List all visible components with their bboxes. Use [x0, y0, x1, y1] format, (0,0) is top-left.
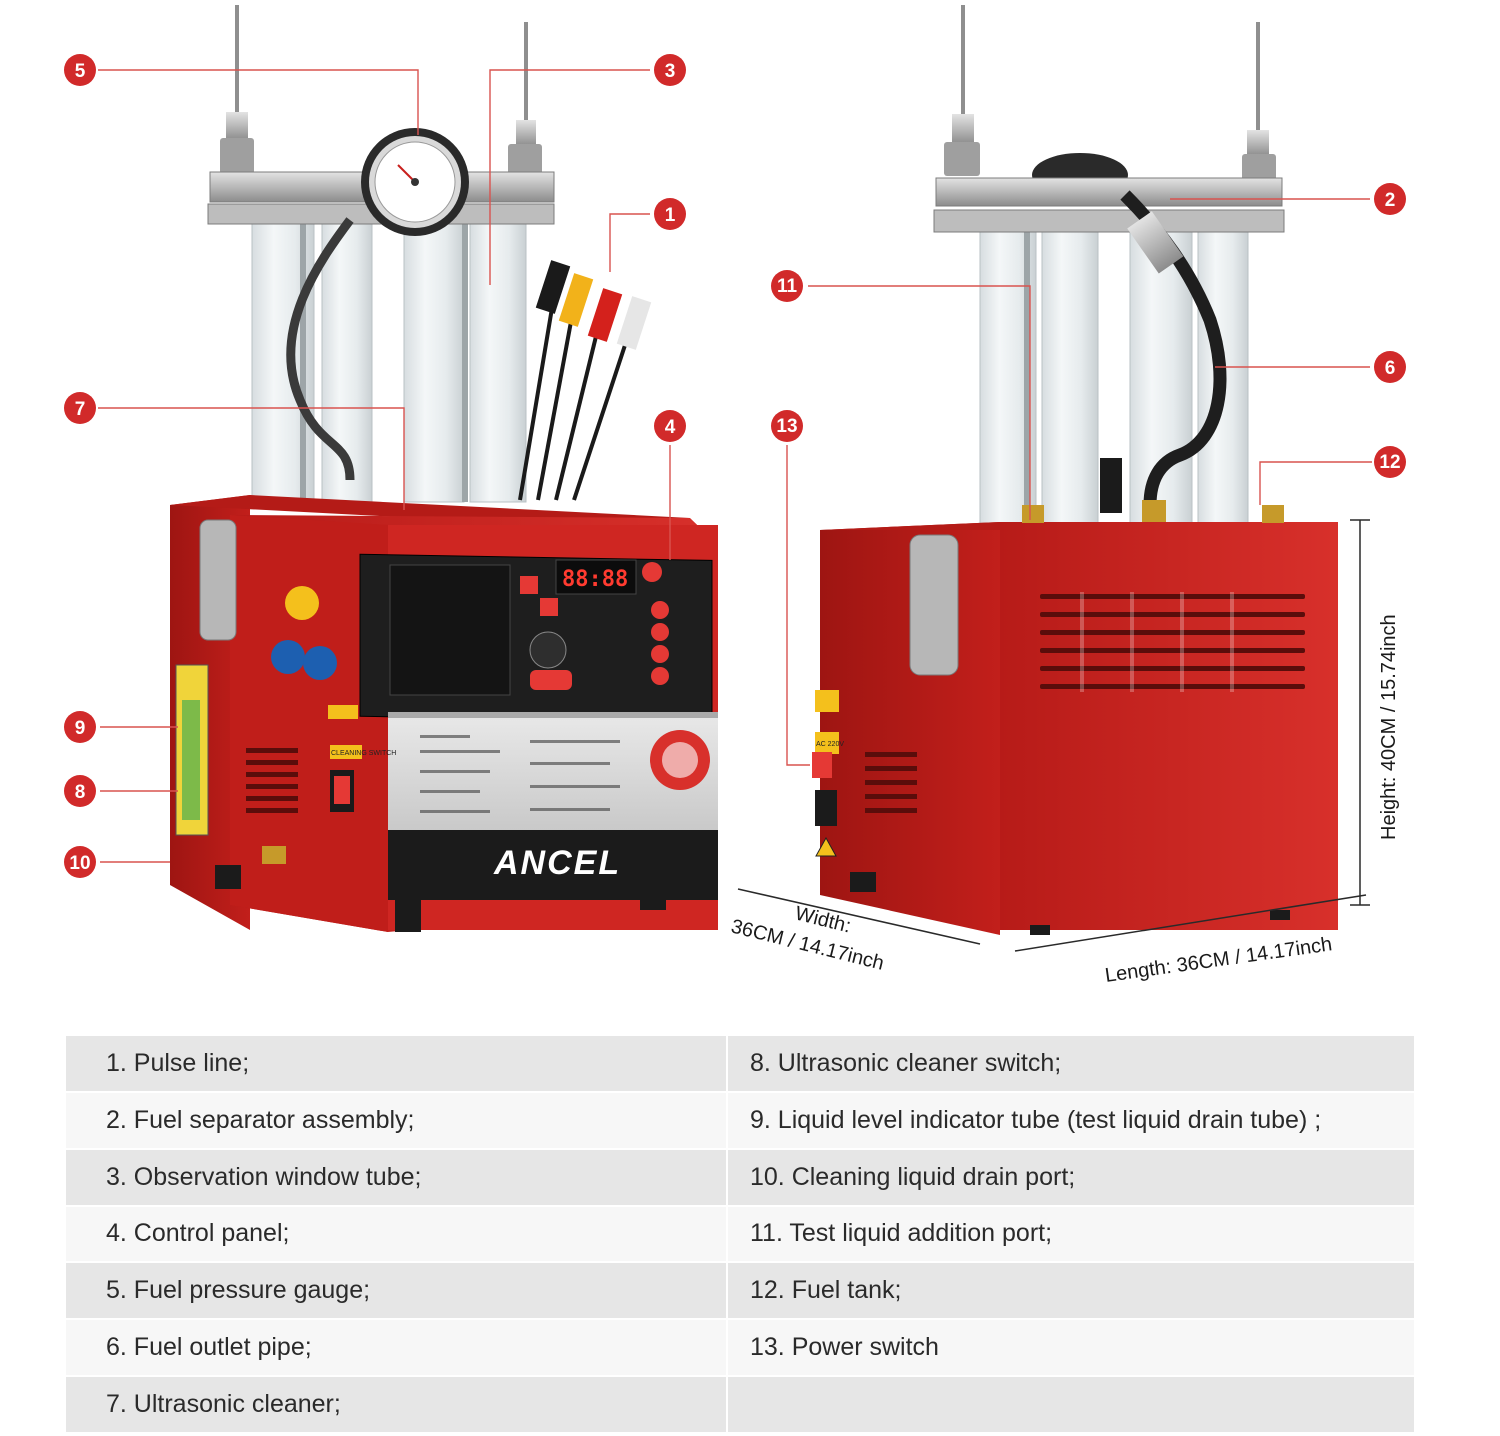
pulse-lines: [518, 260, 652, 501]
legend-item: 5. Fuel pressure gauge;: [64, 1261, 728, 1321]
callout-4: 4: [654, 410, 686, 442]
callout-5: 5: [64, 54, 96, 86]
svg-text:11: 11: [777, 276, 798, 297]
svg-text:10: 10: [69, 853, 90, 874]
legend-item: 1. Pulse line;: [64, 1034, 728, 1093]
legend-item: 12. Fuel tank;: [726, 1261, 1416, 1321]
svg-text:1: 1: [665, 205, 676, 226]
rear-vent: [1040, 594, 1305, 689]
callout-12: 12: [1374, 446, 1406, 478]
svg-text:4: 4: [665, 417, 676, 438]
table-row: 7. Ultrasonic cleaner;: [64, 1375, 1416, 1434]
legend-item: 2. Fuel separator assembly;: [64, 1090, 728, 1150]
legend-item: 8. Ultrasonic cleaner switch;: [726, 1034, 1416, 1093]
top-rod: [235, 5, 239, 115]
svg-text:8: 8: [75, 782, 86, 803]
table-row: 4. Control panel; 11. Test liquid additi…: [64, 1204, 1416, 1264]
callout-11: 11: [771, 270, 803, 302]
rear-glass-tubes: [979, 229, 1249, 531]
callout-9: 9: [64, 711, 96, 743]
svg-text:5: 5: [75, 61, 86, 82]
control-panel: 88:88: [359, 553, 713, 723]
svg-text:6: 6: [1385, 358, 1396, 379]
power-switch: [812, 752, 832, 778]
svg-text:12: 12: [1379, 452, 1400, 473]
length-dimension: Length: 36CM / 14.17inch: [1104, 933, 1334, 987]
table-row: 2. Fuel separator assembly; 9. Liquid le…: [64, 1090, 1416, 1150]
callout-3: 3: [654, 54, 686, 86]
leader-lines: [98, 69, 1372, 863]
legend-item: 7. Ultrasonic cleaner;: [64, 1375, 728, 1434]
svg-text:2: 2: [1385, 190, 1396, 211]
display-reading: 88:88: [562, 567, 628, 592]
legend-item: 6. Fuel outlet pipe;: [64, 1318, 728, 1378]
rear-machine: AC 220V: [812, 5, 1338, 935]
legend-item: 11. Test liquid addition port;: [726, 1204, 1416, 1264]
ultrasonic-cleaner-switch: CLEANING SWITCH: [330, 745, 396, 812]
callout-2: 2: [1374, 183, 1406, 215]
legend-item: 10. Cleaning liquid drain port;: [726, 1147, 1416, 1207]
callout-8: 8: [64, 775, 96, 807]
height-dimension: Height: 40CM / 15.74inch: [1378, 614, 1400, 840]
legend-item: 13. Power switch: [726, 1318, 1416, 1378]
top-rod: [524, 22, 528, 122]
legend-item: 4. Control panel;: [64, 1204, 728, 1264]
product-diagram: 88:88 ANCEL: [64, 5, 1406, 987]
cleaning-switch-label: CLEANING SWITCH: [331, 750, 396, 757]
front-machine: 88:88 ANCEL: [170, 5, 718, 932]
table-row: 6. Fuel outlet pipe; 13. Power switch: [64, 1318, 1416, 1378]
table-row: 5. Fuel pressure gauge; 12. Fuel tank;: [64, 1261, 1416, 1321]
svg-text:13: 13: [776, 416, 797, 437]
legend-item: [726, 1375, 1416, 1434]
callout-10: 10: [64, 846, 96, 878]
legend-item: 9. Liquid level indicator tube (test liq…: [726, 1090, 1416, 1150]
dimension-lines: [737, 519, 1370, 952]
svg-text:3: 3: [665, 61, 676, 82]
svg-text:9: 9: [75, 718, 86, 739]
legend-item: 3. Observation window tube;: [64, 1147, 728, 1207]
callout-6: 6: [1374, 351, 1406, 383]
brand-logo: ANCEL: [493, 844, 621, 882]
parts-legend-table: 1. Pulse line; 8. Ultrasonic cleaner swi…: [64, 1034, 1416, 1434]
svg-text:7: 7: [75, 399, 86, 420]
callout-7: 7: [64, 392, 96, 424]
fuel-tank-port: [1262, 505, 1284, 523]
test-liquid-addition-port: [1022, 505, 1044, 523]
cleaning-liquid-drain-port: [262, 846, 286, 864]
table-row: 1. Pulse line; 8. Ultrasonic cleaner swi…: [64, 1034, 1416, 1093]
front-vent: [246, 748, 298, 813]
fuel-pressure-gauge: [361, 128, 469, 236]
callout-1: 1: [654, 198, 686, 230]
observation-window-tubes: [251, 221, 527, 503]
table-row: 3. Observation window tube; 10. Cleaning…: [64, 1147, 1416, 1207]
callout-13: 13: [771, 410, 803, 442]
ac-voltage-label: AC 220V: [816, 741, 844, 748]
